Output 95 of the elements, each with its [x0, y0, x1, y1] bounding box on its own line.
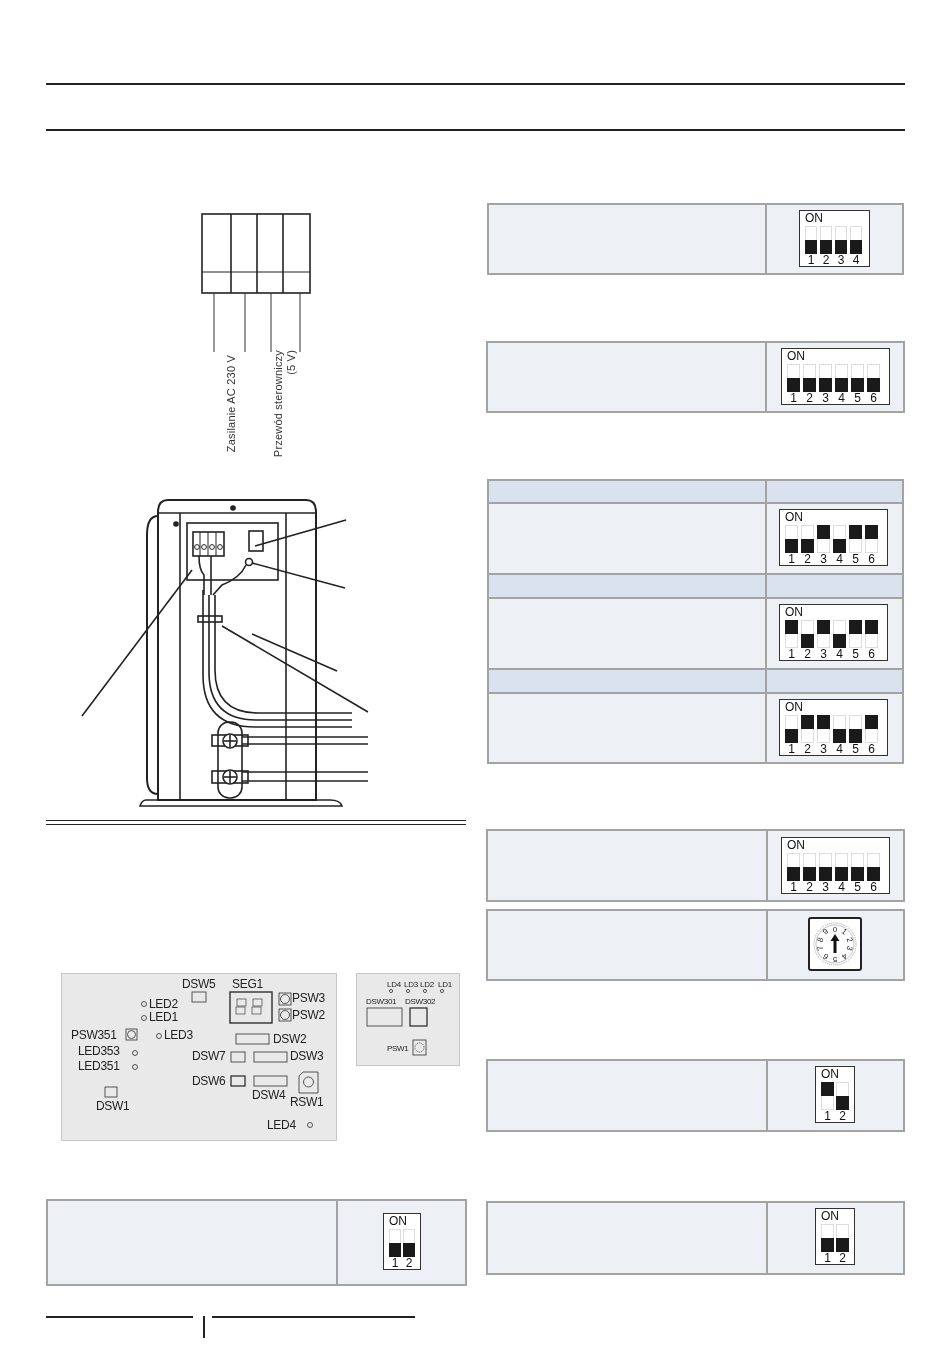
dial-digit: 9: [822, 927, 831, 937]
switch-number: 3: [820, 743, 827, 755]
switch-number: 2: [839, 1252, 846, 1264]
switch-number: 2: [804, 553, 811, 565]
component-label: LD1: [438, 981, 452, 989]
dip-switch: [383, 1213, 421, 1270]
switch-number: 6: [868, 553, 875, 565]
on-label: ON: [805, 212, 823, 224]
dial-digit: 7: [816, 945, 826, 952]
component-label: LED353: [78, 1045, 120, 1057]
component-label: DSW5: [182, 978, 216, 990]
switch-number: 3: [820, 553, 827, 565]
on-label: ON: [821, 1068, 839, 1080]
wire-label: Przewód sterowniczy (5 V): [272, 350, 298, 460]
switch-number: 4: [836, 553, 843, 565]
switch-number: 3: [837, 254, 845, 266]
component-label: PSW351: [71, 1029, 117, 1041]
component-label: DSW2: [273, 1033, 307, 1045]
switch-number: 1: [790, 392, 797, 404]
switch-number: 2: [804, 648, 811, 660]
dip-switch: [781, 348, 890, 405]
component-label: LD4: [387, 981, 401, 989]
component-label: SEG1: [232, 978, 263, 990]
switch-number: 1: [824, 1110, 831, 1122]
component-label: DSW301: [366, 998, 397, 1006]
switch-number: 2: [839, 1110, 846, 1122]
switch-number: 6: [868, 648, 875, 660]
dial-digit: 6: [822, 951, 831, 961]
component-label: RSW1: [290, 1096, 324, 1108]
dial-digit: 3: [844, 945, 854, 952]
dial-digit: 2: [844, 936, 854, 943]
on-label: ON: [787, 350, 805, 362]
dial-digit: 5: [832, 954, 838, 963]
dip-switch: [779, 604, 888, 661]
dial-digit: 1: [839, 927, 848, 937]
dial-digit: 0: [832, 925, 838, 934]
component-label: DSW6: [192, 1075, 226, 1087]
switch-number: 1: [788, 648, 795, 660]
switch-number: 1: [807, 254, 815, 266]
dip-switch: [815, 1066, 855, 1123]
switch-number: 5: [852, 743, 859, 755]
component-label: PSW1: [387, 1045, 409, 1053]
component-label: LD2: [420, 981, 434, 989]
switch-number: 4: [836, 648, 843, 660]
switch-number: 1: [824, 1252, 831, 1264]
switch-number: 1: [790, 881, 797, 893]
component-label: LED3: [164, 1029, 193, 1041]
on-label: ON: [787, 839, 805, 851]
switch-number: 1: [391, 1257, 399, 1269]
switch-number: 5: [854, 881, 861, 893]
switch-number: 2: [806, 881, 813, 893]
dip-switch: [779, 509, 888, 566]
dial-digit: 8: [816, 936, 826, 943]
dip-switch: [815, 1208, 855, 1265]
dip-switch: [779, 699, 888, 756]
component-label: LED351: [78, 1060, 120, 1072]
dial-digit: 4: [839, 951, 848, 961]
switch-number: 4: [852, 254, 860, 266]
switch-number: 6: [868, 743, 875, 755]
on-label: ON: [785, 606, 803, 618]
on-label: ON: [821, 1210, 839, 1222]
component-label: LED2: [149, 998, 178, 1010]
switch-number: 6: [870, 392, 877, 404]
switch-number: 2: [806, 392, 813, 404]
component-label: DSW1: [96, 1100, 130, 1112]
component-label: DSW302: [405, 998, 436, 1006]
component-label: DSW4: [252, 1089, 286, 1101]
component-label: LD3: [404, 981, 418, 989]
switch-number: 6: [870, 881, 877, 893]
switch-number: 5: [852, 553, 859, 565]
switch-number: 2: [822, 254, 830, 266]
switch-number: 2: [405, 1257, 413, 1269]
component-label: LED1: [149, 1011, 178, 1023]
switch-number: 2: [804, 743, 811, 755]
component-label: LED4: [267, 1119, 296, 1131]
component-label: PSW2: [292, 1009, 325, 1021]
switch-number: 1: [788, 743, 795, 755]
dip-switch: [799, 210, 870, 267]
switch-number: 3: [822, 392, 829, 404]
wire-label: Zasilanie AC 230 V: [225, 355, 238, 455]
switch-number: 1: [788, 553, 795, 565]
on-label: ON: [389, 1215, 407, 1227]
switch-number: 4: [838, 881, 845, 893]
component-label: DSW7: [192, 1050, 226, 1062]
on-label: ON: [785, 511, 803, 523]
switch-number: 4: [838, 392, 845, 404]
switch-number: 5: [852, 648, 859, 660]
switch-number: 4: [836, 743, 843, 755]
component-label: DSW3: [290, 1050, 324, 1062]
switch-number: 3: [822, 881, 829, 893]
switch-number: 5: [854, 392, 861, 404]
dip-switch: [781, 837, 890, 894]
switch-number: 3: [820, 648, 827, 660]
on-label: ON: [785, 701, 803, 713]
component-label: PSW3: [292, 992, 325, 1004]
